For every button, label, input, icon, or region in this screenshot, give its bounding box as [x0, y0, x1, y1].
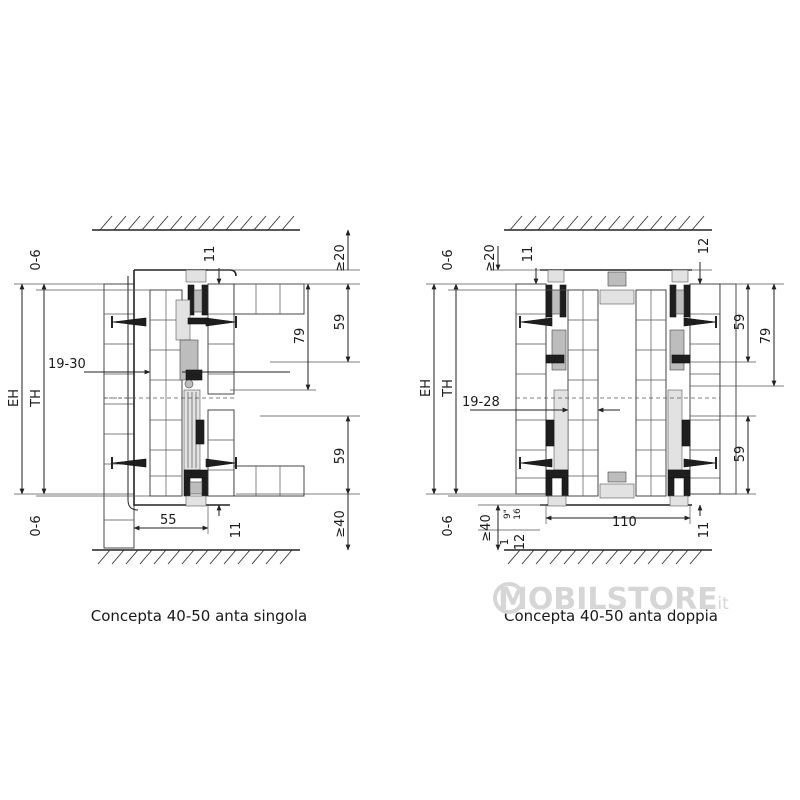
left-track-mechanism: [545, 269, 569, 507]
single-door-drawing: EH TH 0-6 0-6 19-30 55 11 11 ≥20 59 79 5…: [7, 215, 360, 625]
label-59-top: 59: [333, 314, 348, 331]
label-12-top-right: 12: [697, 238, 712, 255]
label-79-right: 79: [759, 328, 774, 345]
ceiling-hatch-right: [504, 215, 712, 231]
screw-bottom-left: [111, 457, 147, 469]
label-9-16-den: 16: [513, 508, 523, 520]
label-12-bottom: 12: [513, 534, 528, 551]
double-door-drawing: EH TH 0-6 0-6 ≥20 11 12 59 79 59 19-28: [419, 215, 784, 625]
watermark-brand: MOBILSTORE: [498, 582, 718, 617]
label-gap-bottom: 0-6: [29, 515, 44, 536]
caption-single-door: Concepta 40-50 anta singola: [91, 607, 307, 625]
watermark-logo: MOBILSTORE .it: [493, 582, 729, 617]
label-gap-top-right: 0-6: [441, 249, 456, 270]
label-clear-top: ≥20: [333, 244, 348, 271]
label-11-bottom: 11: [229, 522, 244, 539]
label-19-28: 19-28: [462, 395, 500, 410]
screws-right-drawing: [519, 316, 717, 469]
label-79: 79: [293, 328, 308, 345]
label-59-bottom: 59: [333, 448, 348, 465]
label-eh: EH: [7, 389, 22, 407]
ceiling-hatch-left: [92, 215, 300, 231]
label-59-left: 59: [733, 314, 748, 331]
top-rail-profile: [175, 269, 209, 389]
door-leaf-left: [567, 289, 599, 497]
cabinet-right-wall: [207, 283, 305, 497]
label-th: TH: [29, 389, 44, 408]
screw-top-right: [205, 316, 237, 328]
label-gap-bottom-right: 0-6: [441, 515, 456, 536]
cabinet-side-panel: [103, 283, 135, 549]
screw-bottom-right: [205, 457, 237, 469]
watermark-tld: .it: [712, 594, 729, 614]
bottom-rail-profile: [183, 469, 209, 507]
label-9-16-num: 9": [503, 509, 513, 519]
label-11-top-right: 11: [521, 246, 536, 263]
label-19-30: 19-30: [48, 357, 86, 372]
center-connector-bottom: [599, 471, 635, 499]
label-clear-bottom-right: ≥40: [479, 514, 494, 541]
label-th-right: TH: [441, 379, 456, 398]
label-55: 55: [160, 513, 177, 528]
label-11-bottom-right: 11: [697, 522, 712, 539]
floor-hatch-right: [504, 549, 712, 565]
label-1: 1: [498, 539, 511, 546]
label-clear-top-right: ≥20: [483, 244, 498, 271]
floor-hatch-left: [92, 549, 300, 565]
label-clear-bottom: ≥40: [333, 510, 348, 537]
label-59-right: 59: [733, 446, 748, 463]
door-leaf-right: [635, 289, 667, 497]
label-gap-top: 0-6: [29, 249, 44, 270]
caption-double-door: Concepta 40-50 anta doppia: [504, 607, 718, 625]
right-track-mechanism: [667, 269, 691, 507]
vertical-guide: [183, 389, 205, 471]
label-eh-right: EH: [419, 379, 434, 397]
label-11-top: 11: [203, 246, 218, 263]
center-connector-top: [599, 271, 635, 305]
label-110: 110: [612, 515, 637, 530]
screw-top-left: [111, 316, 147, 328]
